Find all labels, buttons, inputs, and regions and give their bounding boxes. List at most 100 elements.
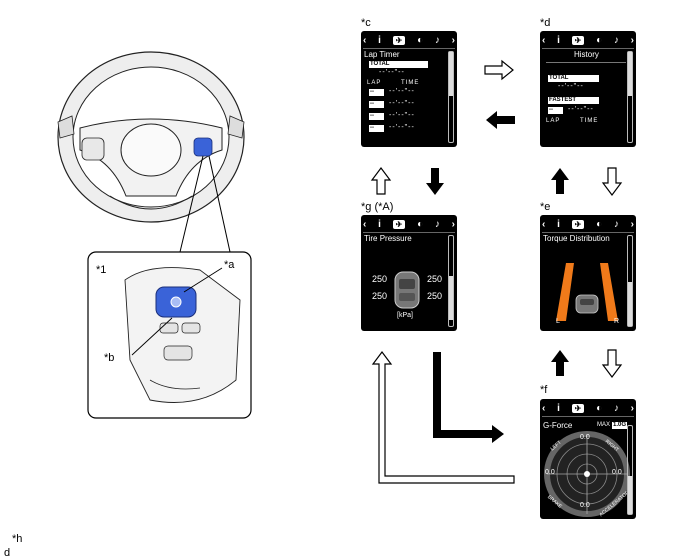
chevron-left-icon: ‹ bbox=[542, 218, 546, 230]
torque-bar-left bbox=[556, 263, 574, 321]
label-left: L bbox=[556, 318, 560, 325]
compass-icon: ◐ bbox=[596, 34, 603, 46]
screen-tire-pressure: ‹ i ✈ ◐ ♪ › Tire Pressure 250 250 250 25… bbox=[361, 215, 457, 331]
info-icon: i bbox=[378, 218, 381, 230]
nav-bar: ‹ i ✈ ◐ ♪ › bbox=[542, 217, 634, 231]
arrow-g-to-c bbox=[370, 167, 392, 195]
music-icon: ♪ bbox=[613, 34, 619, 46]
compass-icon: ◐ bbox=[596, 218, 603, 230]
lap-time: --'--"-- bbox=[389, 100, 415, 107]
torque-bar-right bbox=[600, 263, 618, 321]
lap-number: -- bbox=[369, 89, 384, 96]
info-icon: i bbox=[557, 402, 560, 414]
music-icon: ♪ bbox=[434, 218, 440, 230]
compass-icon: ◐ bbox=[596, 402, 603, 414]
pressure-unit: [kPa] bbox=[397, 312, 413, 319]
screen-title: Torque Distribution bbox=[543, 234, 610, 243]
chevron-right-icon: › bbox=[451, 218, 455, 230]
scrollbar bbox=[448, 51, 454, 143]
scrollbar bbox=[448, 235, 454, 327]
vehicle-icon: ✈ bbox=[571, 219, 585, 229]
info-icon: i bbox=[557, 34, 560, 46]
steering-hub bbox=[120, 123, 182, 177]
chevron-left-icon: ‹ bbox=[363, 218, 367, 230]
vehicle-icon: ✈ bbox=[571, 35, 585, 45]
car-topview-icon bbox=[394, 271, 420, 309]
compass-icon: ◐ bbox=[417, 218, 424, 230]
screen-torque-distribution: ‹ i ✈ ◐ ♪ › Torque Distribution L R bbox=[540, 215, 636, 331]
callout-e: *e bbox=[540, 201, 551, 213]
callout-c: *c bbox=[361, 17, 371, 29]
tire-rear-left: 250 bbox=[372, 291, 388, 301]
torque-bars-graphic bbox=[556, 263, 618, 321]
chevron-right-icon: › bbox=[630, 218, 634, 230]
tire-front-left: 250 bbox=[372, 274, 388, 284]
arrow-e-to-d bbox=[551, 168, 569, 194]
arrow-g-to-f bbox=[433, 352, 504, 443]
scrollbar bbox=[627, 235, 633, 327]
vehicle-icon: ✈ bbox=[571, 403, 585, 413]
footer-d: d bbox=[4, 547, 11, 559]
g-right: 0.0 bbox=[612, 469, 622, 476]
callout-a: *a bbox=[224, 259, 235, 271]
info-icon: i bbox=[557, 218, 560, 230]
lap-header: LAP bbox=[367, 80, 382, 86]
callout-g: *g (*A) bbox=[361, 201, 394, 213]
chevron-right-icon: › bbox=[451, 34, 455, 46]
chevron-right-icon: › bbox=[630, 34, 634, 46]
screen-title: Lap Timer bbox=[364, 50, 400, 59]
scrollbar bbox=[627, 425, 633, 515]
callout-h: *h bbox=[12, 533, 23, 545]
chevron-left-icon: ‹ bbox=[542, 34, 546, 46]
vehicle-icon: ✈ bbox=[392, 35, 406, 45]
callout-d: *d bbox=[540, 17, 551, 29]
arrow-f-to-e bbox=[551, 350, 569, 376]
music-icon: ♪ bbox=[613, 218, 619, 230]
lap-number: -- bbox=[369, 101, 384, 108]
music-icon: ♪ bbox=[613, 402, 619, 414]
scrollbar bbox=[627, 51, 633, 143]
vehicle-icon: ✈ bbox=[392, 219, 406, 229]
compass-icon: ◐ bbox=[417, 34, 424, 46]
total-label: TOTAL bbox=[369, 61, 428, 68]
lap-header: LAP bbox=[546, 118, 561, 124]
arrow-c-to-g bbox=[426, 168, 444, 195]
arrow-d-to-c bbox=[486, 111, 515, 129]
g-left: 0.0 bbox=[545, 469, 555, 476]
callout-b: *b bbox=[104, 352, 115, 364]
nav-bar: ‹ i ✈ ◐ ♪ › bbox=[363, 33, 455, 47]
nav-bar: ‹ i ✈ ◐ ♪ › bbox=[363, 217, 455, 231]
fastest-label: FASTEST bbox=[548, 97, 599, 104]
max-value: 1.0G bbox=[612, 422, 627, 429]
max-label: MAX bbox=[597, 422, 611, 428]
label-right: R bbox=[614, 318, 620, 325]
lap-time: --'--"-- bbox=[389, 124, 415, 131]
fastest-time: --'--"-- bbox=[568, 106, 594, 113]
lap-time: --'--"-- bbox=[389, 88, 415, 95]
arrow-c-to-d bbox=[484, 59, 514, 81]
lap-number: -- bbox=[369, 125, 384, 132]
callout-f: *f bbox=[540, 384, 548, 396]
tire-front-right: 250 bbox=[427, 274, 443, 284]
lap-number: -- bbox=[369, 113, 384, 120]
screen-lap-timer: ‹ i ✈ ◐ ♪ › Lap Timer TOTAL --'--"-- LAP… bbox=[361, 31, 457, 147]
screen-title: Tire Pressure bbox=[364, 234, 412, 243]
info-icon: i bbox=[378, 34, 381, 46]
callout-one: *1 bbox=[96, 264, 107, 276]
screen-history: ‹ i ✈ ◐ ♪ › History TOTAL --'--"-- FASTE… bbox=[540, 31, 636, 147]
chevron-right-icon: › bbox=[630, 402, 634, 414]
g-bottom: 0.0 bbox=[580, 502, 590, 509]
left-switch bbox=[81, 137, 105, 161]
music-icon: ♪ bbox=[434, 34, 440, 46]
time-header: TIME bbox=[401, 80, 420, 86]
arrow-e-to-f bbox=[601, 349, 623, 378]
chevron-left-icon: ‹ bbox=[542, 402, 546, 414]
screen-title: History bbox=[574, 50, 599, 59]
arrow-d-to-e bbox=[601, 167, 623, 196]
tire-rear-right: 250 bbox=[427, 291, 443, 301]
total-value: --'--"-- bbox=[558, 83, 584, 90]
lap-time: --'--"-- bbox=[389, 112, 415, 119]
screen-g-force: ‹ i ✈ ◐ ♪ › G-Force MAX 1.0G 0.0 0.0 0.0… bbox=[540, 399, 636, 519]
